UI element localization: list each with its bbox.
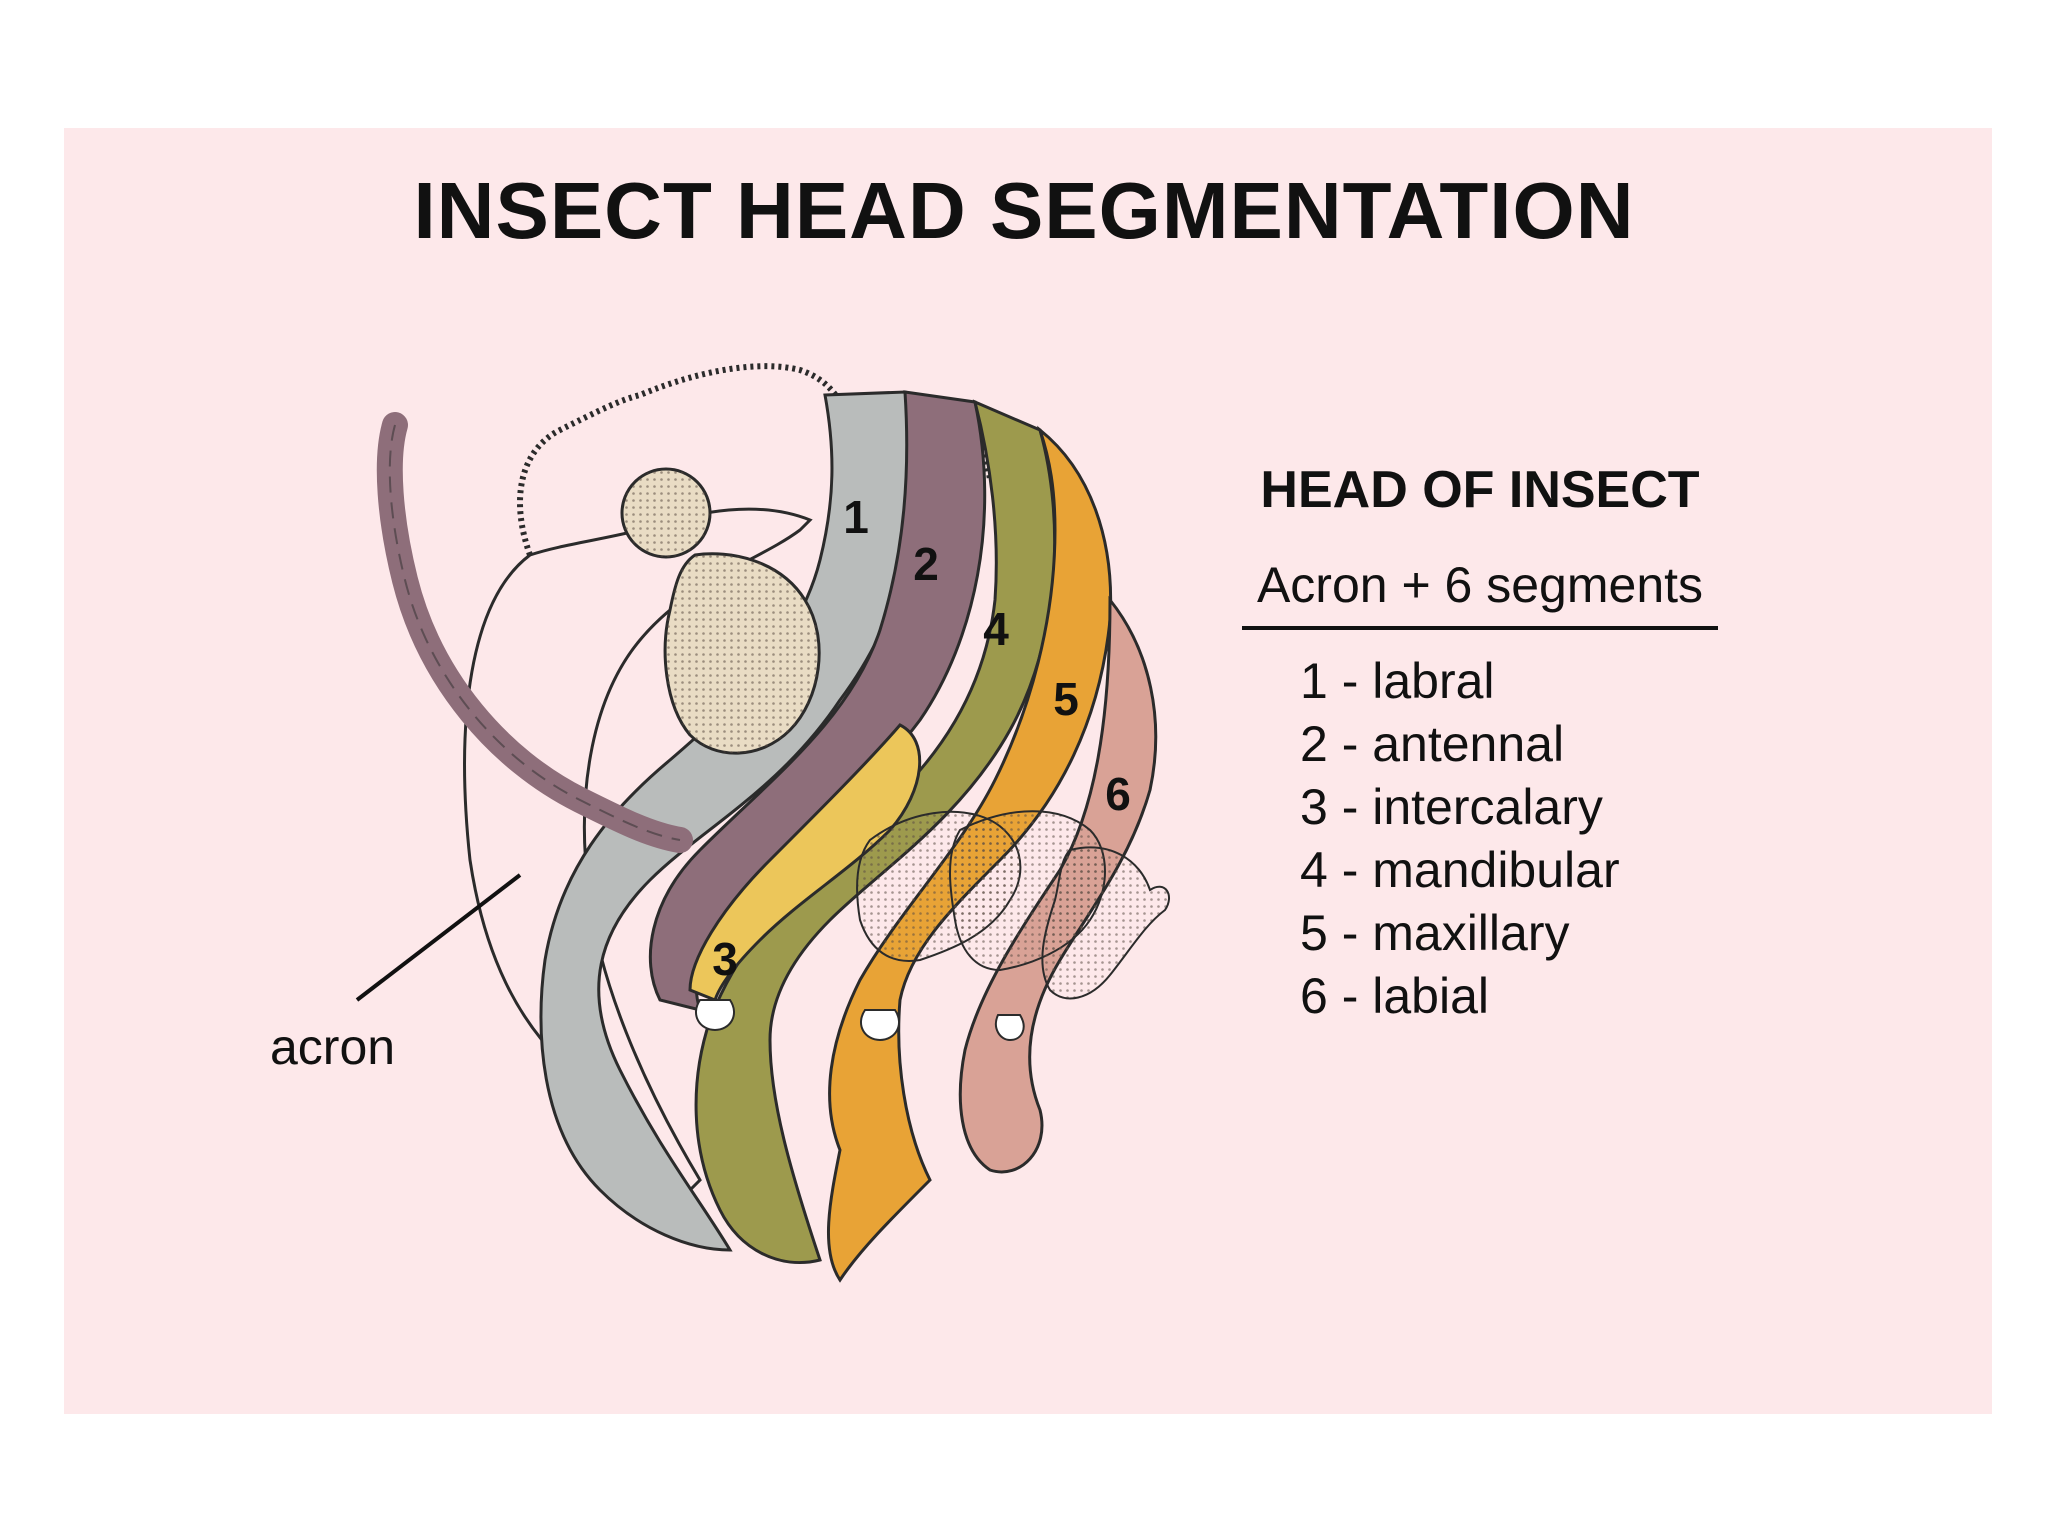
legend-item: 3 - intercalary bbox=[1300, 779, 1603, 835]
legend-list: 1 - labral 2 - antennal 3 - intercalary … bbox=[1300, 650, 1620, 1028]
segment-number-1: 1 bbox=[843, 491, 869, 543]
legend-item: 1 - labral bbox=[1300, 653, 1495, 709]
segment-intercalary bbox=[688, 723, 922, 1002]
eye-upper-stipple bbox=[622, 469, 710, 557]
mouth-opening-2 bbox=[860, 1009, 900, 1042]
legend-item: 5 - maxillary bbox=[1300, 905, 1570, 961]
segment-number-5: 5 bbox=[1053, 673, 1079, 725]
segment-number-6: 6 bbox=[1105, 768, 1131, 820]
eye-lower-stipple bbox=[665, 553, 820, 754]
legend-item: 4 - mandibular bbox=[1300, 842, 1620, 898]
legend-title: HEAD OF INSECT bbox=[1260, 461, 1700, 519]
segment-number-3: 3 bbox=[712, 933, 738, 985]
acron-label: acron bbox=[270, 1019, 396, 1075]
segment-number-2: 2 bbox=[913, 538, 939, 590]
legend-subtitle: Acron + 6 segments bbox=[1256, 557, 1704, 613]
mouth-opening-3 bbox=[994, 1014, 1025, 1042]
stippled-appendage-labial bbox=[1041, 846, 1170, 1000]
page-title: INSECT HEAD SEGMENTATION bbox=[413, 166, 1635, 255]
segment-number-4: 4 bbox=[983, 603, 1009, 655]
acron-pointer bbox=[355, 873, 522, 1002]
mouth-opening-1 bbox=[695, 999, 735, 1032]
legend-divider bbox=[1242, 626, 1718, 630]
legend-item: 6 - labial bbox=[1300, 968, 1489, 1024]
legend-item: 2 - antennal bbox=[1300, 716, 1565, 772]
antenna-outline bbox=[388, 424, 681, 841]
